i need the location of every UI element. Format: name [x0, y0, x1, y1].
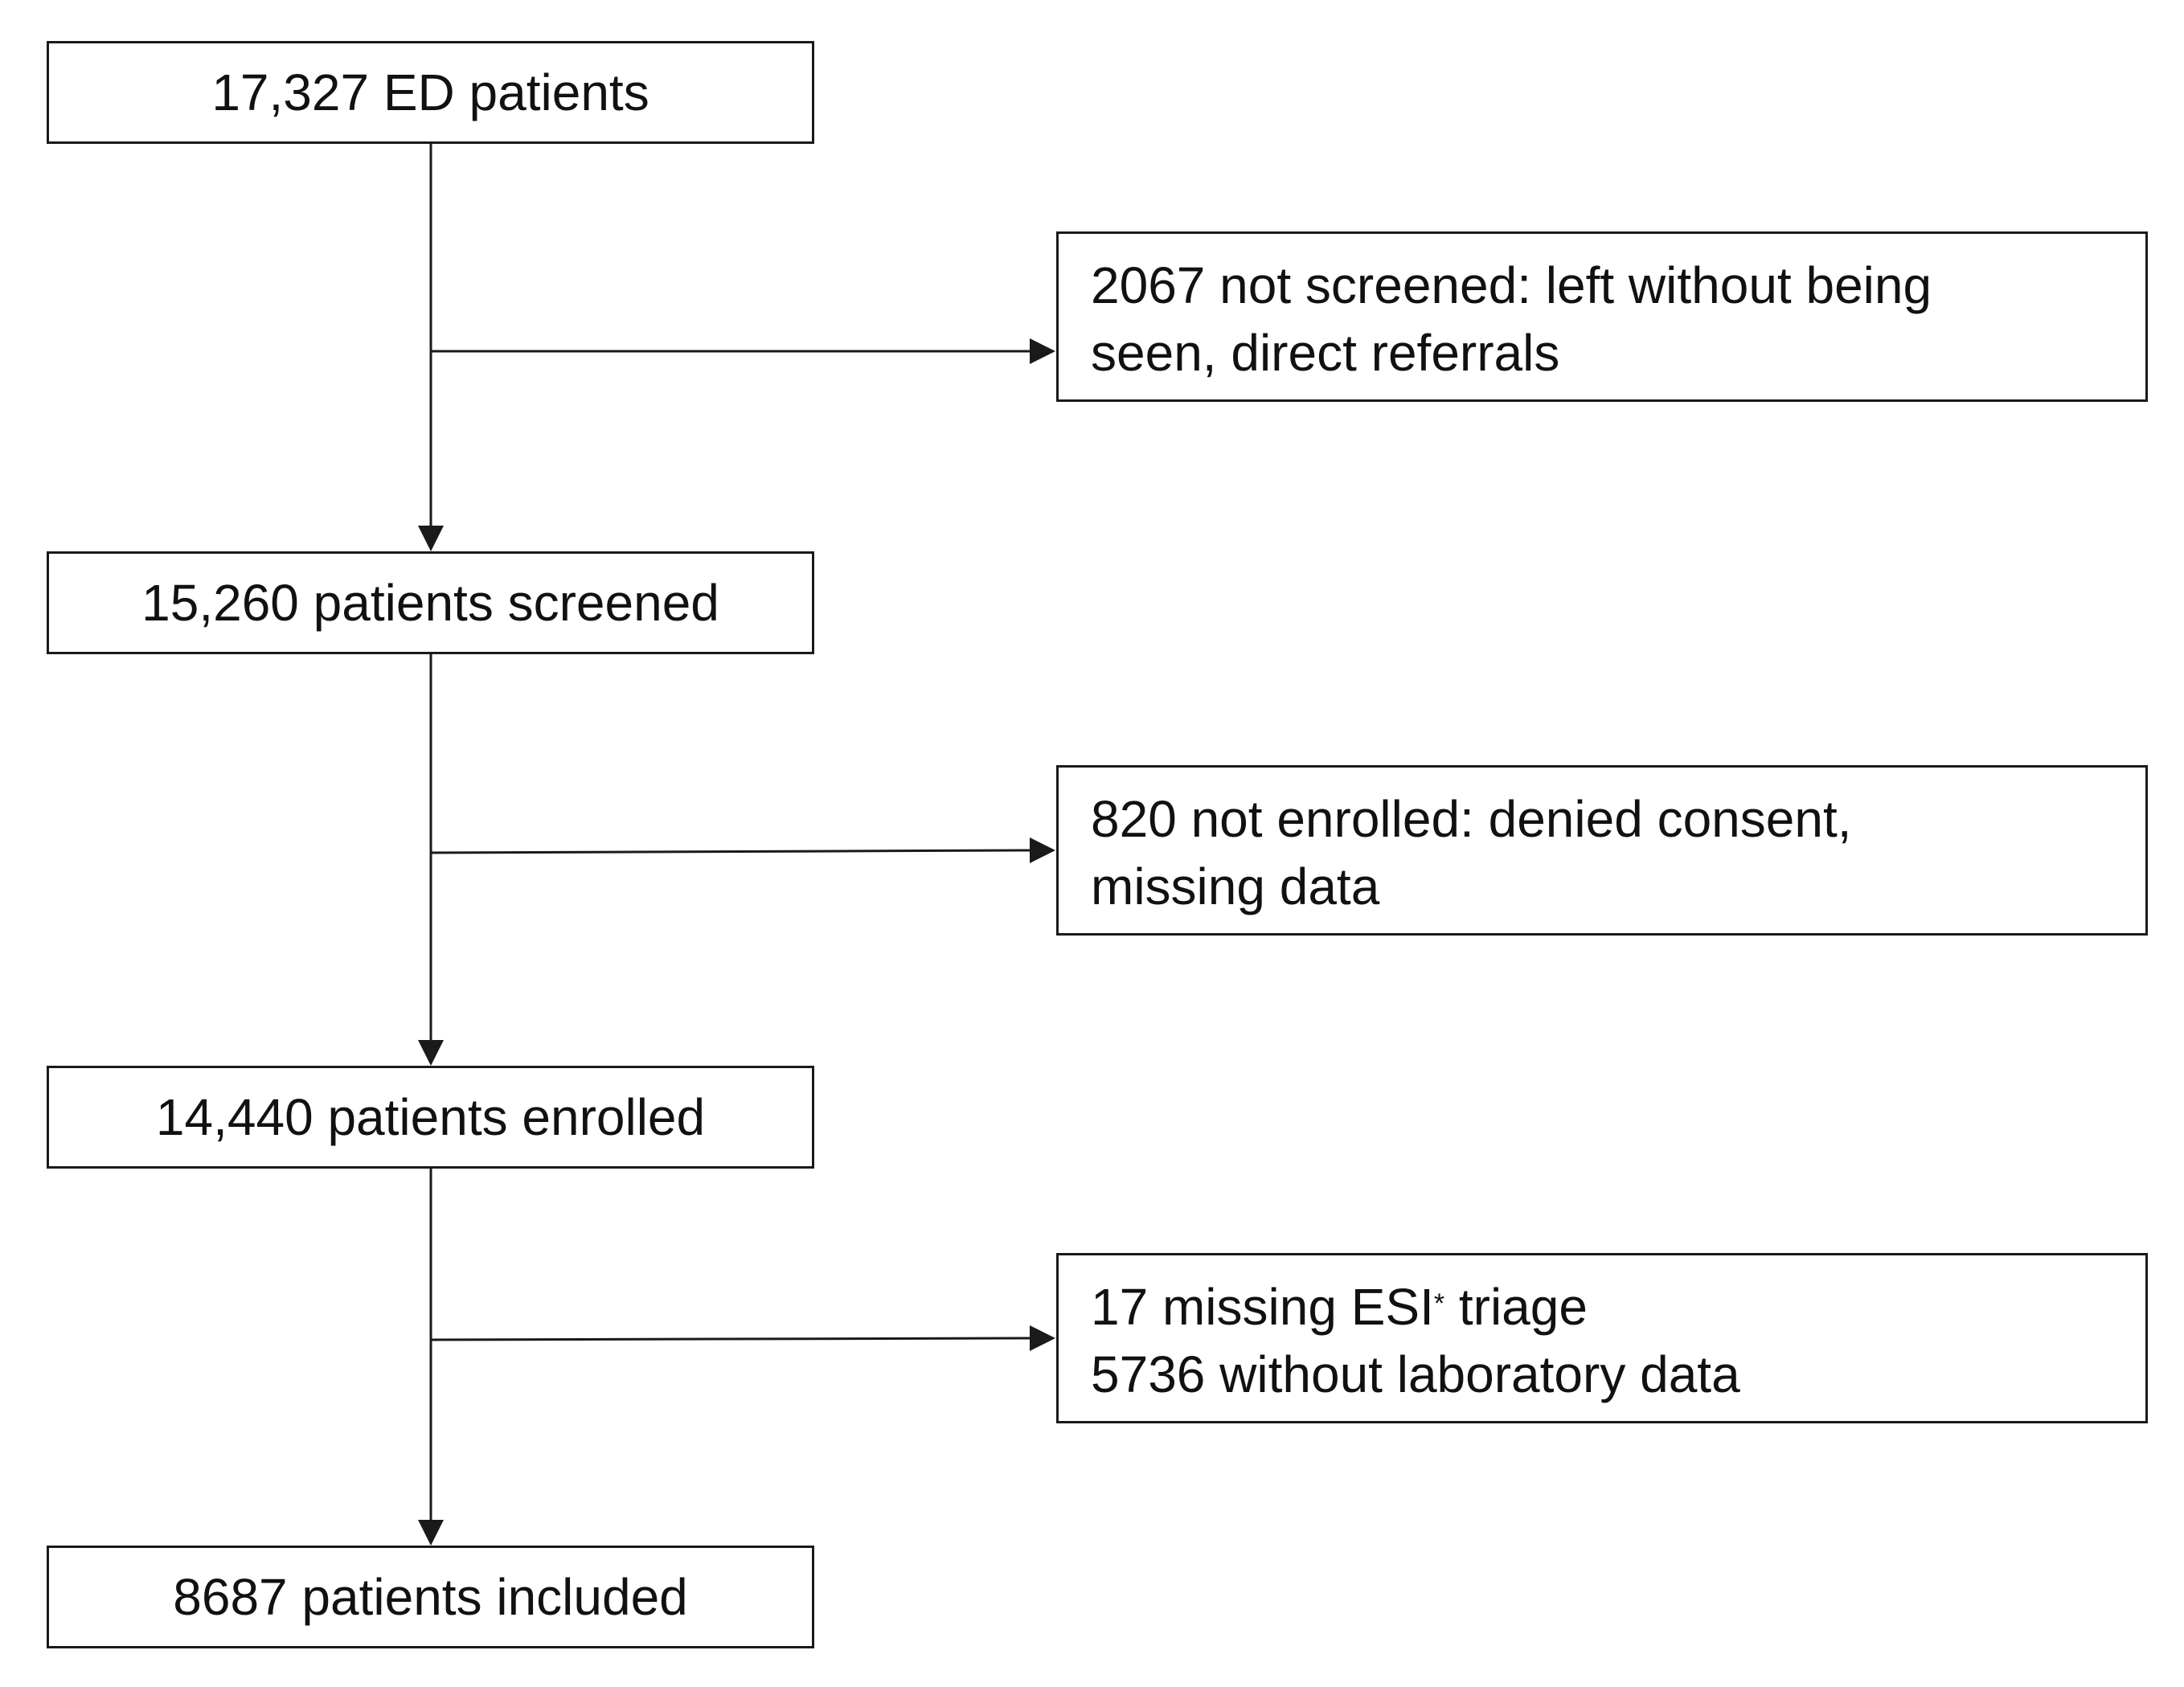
triage-text: triage	[1444, 1278, 1588, 1336]
step-box-ed-patients: 17,327 ED patients	[47, 41, 814, 144]
exclusion-line: 820 not enrolled: denied consent,	[1091, 790, 1852, 848]
step-box-screened: 15,260 patients screened	[47, 551, 814, 654]
branch-exclusion-3	[430, 1337, 1031, 1341]
arrowhead-exclusion-2	[1030, 837, 1055, 863]
footnote-marker: *	[1433, 1288, 1445, 1319]
step-label: 8687 patients included	[173, 1567, 688, 1626]
step-box-included: 8687 patients included	[47, 1546, 814, 1648]
arrowhead-step4	[418, 1520, 444, 1546]
branch-exclusion-2	[430, 849, 1031, 854]
exclusion-box-not-screened: 2067 not screened: left without being se…	[1056, 231, 2148, 402]
exclusion-line: seen, direct referrals	[1091, 324, 1560, 382]
esi-text: 17 missing ESI	[1091, 1278, 1434, 1336]
step-label: 15,260 patients screened	[141, 573, 719, 632]
exclusion-line: 17 missing ESI* triage	[1091, 1273, 2113, 1341]
step-label: 14,440 patients enrolled	[155, 1087, 706, 1146]
step-label: 17,327 ED patients	[211, 63, 649, 121]
exclusion-box-not-enrolled: 820 not enrolled: denied consent, missin…	[1056, 765, 2148, 936]
arrowhead-exclusion-3	[1030, 1325, 1055, 1351]
arrowhead-exclusion-1	[1030, 338, 1055, 364]
exclusion-line: 2067 not screened: left without being	[1091, 256, 1932, 314]
step-box-enrolled: 14,440 patients enrolled	[47, 1066, 814, 1169]
exclusion-box-missing-data: 17 missing ESI* triage 5736 without labo…	[1056, 1253, 2148, 1423]
arrowhead-step3	[418, 1040, 444, 1066]
exclusion-line: missing data	[1091, 858, 1380, 915]
exclusion-line: 5736 without laboratory data	[1091, 1345, 1740, 1403]
arrowhead-step2	[418, 526, 444, 551]
